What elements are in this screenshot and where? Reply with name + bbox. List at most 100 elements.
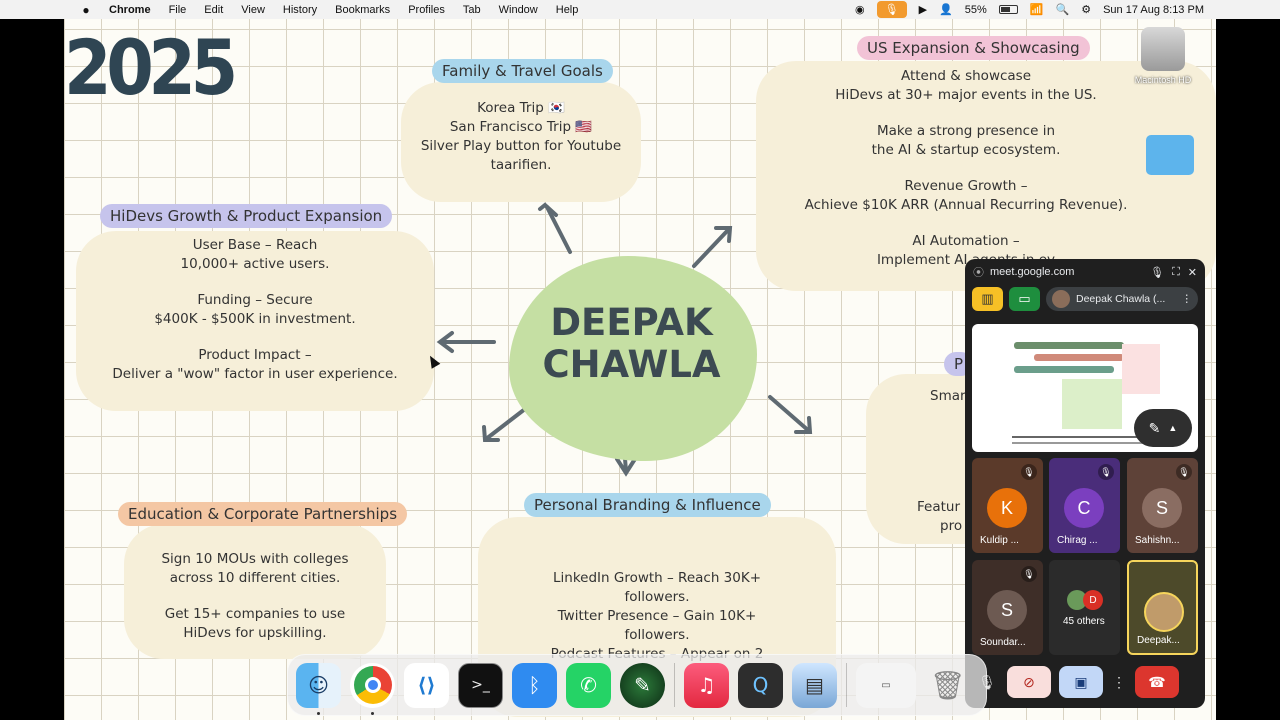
family-line-1: Korea Trip 🇰🇷 [477,100,565,116]
presenter-more-icon[interactable]: ⋮ [1181,293,1193,305]
preview-doc-text [1012,436,1172,438]
participant-tile[interactable]: 🎙 S Sahishn... [1127,458,1198,553]
us-body: Attend & showcase HiDevs at 30+ major ev… [776,67,1156,287]
preview-doc-text [1012,442,1162,444]
microphone-icon[interactable]: 🎙 [876,1,907,18]
leave-call-button[interactable]: ☎ [1135,666,1179,698]
caret-up-icon: ▲ [1168,423,1178,433]
more-options-button[interactable]: ⋮ [1112,673,1126,690]
menu-bookmarks[interactable]: Bookmarks [335,3,391,16]
us-card [756,61,1216,291]
pen-icon: ✎ [1148,419,1161,436]
participant-name: Chirag ... [1057,535,1098,546]
camera-off-button[interactable]: ⊘ [1007,666,1051,698]
menu-profiles[interactable]: Profiles [408,3,445,16]
participant-avatar: S [987,590,1027,630]
us-p3: Revenue Growth – Achieve $10K ARR (Annua… [804,178,1128,213]
growth-p3: Product Impact – Deliver a "wow" factor … [112,347,398,382]
menu-history[interactable]: History [282,3,318,16]
running-indicator [371,711,374,715]
center-node-blob [509,256,757,461]
preview-doc-line [1014,342,1124,349]
participant-name: Soundar... [980,637,1026,648]
menu-edit[interactable]: Edit [204,3,224,16]
self-name: Deepak... [1137,635,1180,646]
music-icon[interactable]: ♫ [684,662,729,708]
menu-tab[interactable]: Tab [462,3,481,16]
vscode-icon[interactable]: ⟨⟩ [404,662,449,708]
family-line-2: San Francisco Trip 🇺🇸 [449,119,593,135]
meet-presenter-pill[interactable]: Deepak Chawla (... ⋮ [1046,287,1198,311]
participant-tile[interactable]: 🎙 C Chirag ... [1049,458,1120,553]
family-card [401,82,641,202]
menu-view[interactable]: View [241,3,265,16]
macos-dock: ☺ ⟨⟩ >_ ᛒ ✆ ✎ ♫ Q ▤ ▭ 🗑 [287,654,987,716]
participant-tile[interactable]: 🎙 K Kuldip ... [972,458,1043,553]
preview-doc-line [1122,344,1160,394]
control-center-icon[interactable]: ⚙ [1081,4,1092,16]
muted-mic-icon: 🎙 [1021,566,1037,582]
menu-help[interactable]: Help [555,3,579,16]
participant-avatar: K [987,488,1027,528]
education-card [124,524,386,659]
google-meet-pip-window[interactable]: ⦿ meet.google.com 🎙 ⛶ ✕ ▥ ▭ Deepak Chawl… [965,259,1205,708]
menu-clock[interactable]: Sun 17 Aug 8:13 PM [1103,3,1204,16]
preview-doc-line [1062,379,1122,429]
meet-expand-icon[interactable]: ⛶ [1172,265,1180,278]
meet-close-icon[interactable]: ✕ [1187,266,1197,279]
trash-icon[interactable]: 🗑 [929,668,966,702]
search-icon[interactable]: 🔍 [1055,4,1070,16]
wifi-icon[interactable]: 📶 [1029,4,1044,16]
chrome-logo [353,666,392,704]
battery-icon[interactable] [998,5,1018,14]
meet-annotate-button[interactable]: ✎ ▲ [1134,409,1192,447]
macintosh-hd-label: Macintosh HD [1134,75,1192,85]
others-count: 45 others [1063,616,1105,627]
battery-percent: 55% [964,3,987,16]
record-icon[interactable]: ◉ [854,4,865,16]
whatsapp-icon[interactable]: ✆ [566,662,611,708]
meet-controls: 🎙 ⊘ ▣ ⋮ ☎ [965,656,1205,708]
hard-drive-icon [1141,27,1185,71]
family-line-3: Silver Play button for Youtube [420,138,622,154]
recent-window-thumbnail[interactable]: ▭ [856,662,916,708]
year-heading: 2025 [64,23,238,112]
user-icon[interactable]: 👤 [939,4,953,16]
chrome-icon[interactable] [350,662,395,715]
meet-layout-icon[interactable]: ▥ [972,287,1003,311]
self-tile[interactable]: Deepak... [1127,560,1198,655]
muted-mic-icon: 🎙 [1021,464,1037,480]
bluetooth-icon[interactable]: ᛒ [512,662,557,708]
presenter-name: Deepak Chawla (... [1076,293,1166,305]
meet-present-icon[interactable]: ▭ [1009,287,1040,311]
participant-tile[interactable]: 🎙 S Soundar... [972,560,1043,655]
apple-menu-icon[interactable]: ● [82,2,90,17]
preview-icon[interactable]: ▤ [792,662,837,708]
center-node-name: DEEPAK CHAWLA [542,301,721,386]
others-avatar-initial: D [1083,590,1103,610]
terminal-icon[interactable]: >_ [458,662,503,708]
finder-icon[interactable]: ☺ [296,662,341,715]
meet-mic-icon[interactable]: 🎙 [1150,266,1165,279]
family-tag: Family & Travel Goals [432,59,613,83]
macintosh-hd-icon[interactable]: Macintosh HD [1126,27,1200,85]
menu-window[interactable]: Window [498,3,538,16]
play-icon[interactable]: ▶ [918,4,928,16]
dock-separator [674,663,675,707]
folder-icon[interactable] [1146,129,1196,175]
participant-avatar: C [1064,488,1104,528]
muted-mic-icon: 🎙 [1176,464,1192,480]
present-screen-button[interactable]: ▣ [1059,666,1103,698]
menu-app-chrome[interactable]: Chrome [109,3,151,16]
quicktime-icon[interactable]: Q [738,662,783,708]
macos-menu-bar: ● Chrome File Edit View History Bookmark… [0,0,1280,19]
growth-p2: Funding – Secure $400K - $500K in invest… [154,292,356,327]
preview-doc-line [1034,354,1124,361]
branding-tag: Personal Branding & Influence [524,493,771,517]
menu-file[interactable]: File [168,3,187,16]
meet-presenter-row: ▥ ▭ Deepak Chawla (... ⋮ [965,285,1205,313]
participant-name: Kuldip ... [980,535,1019,546]
growth-p1: User Base – Reach 10,000+ active users. [180,237,330,272]
xcode-globe-icon[interactable]: ✎ [620,662,665,708]
others-tile[interactable]: D 45 others [1049,560,1120,655]
